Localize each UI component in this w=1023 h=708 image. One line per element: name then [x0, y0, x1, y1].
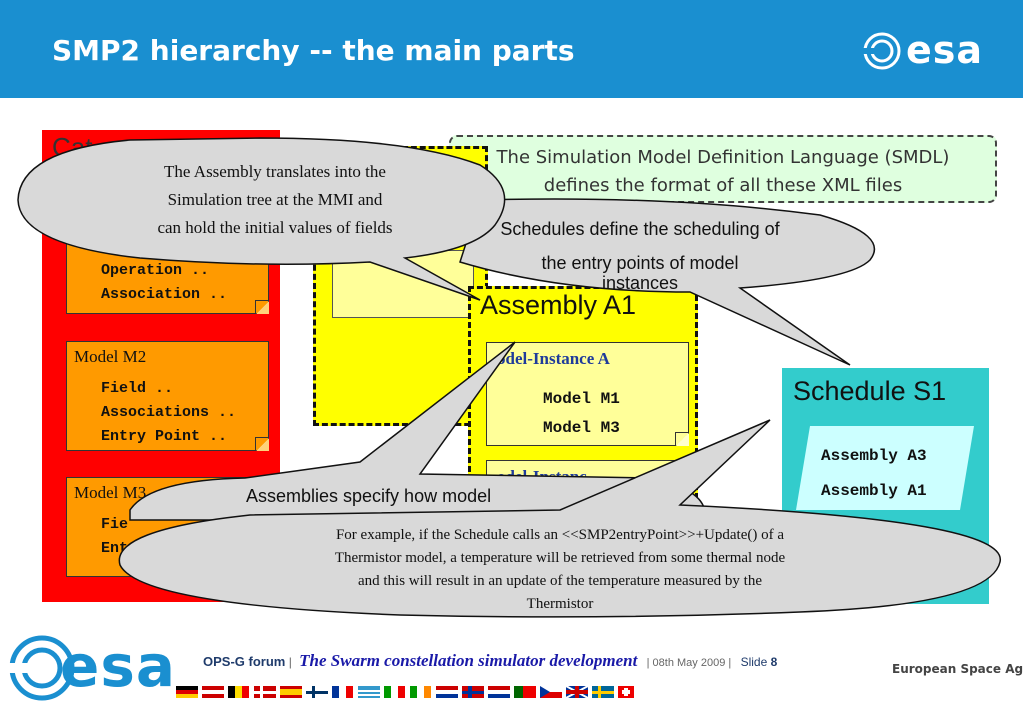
bubble-line: The Assembly translates into the	[164, 162, 386, 181]
bubble-line: and this will result in an update of the…	[357, 573, 763, 589]
schedule-item: Assembly A3	[821, 447, 927, 465]
agency-name: European Space Agency	[892, 662, 1023, 676]
bubble-line: the entry points of model	[541, 253, 739, 273]
assembly-a1-title: Assembly A1	[480, 290, 637, 320]
flags-icon	[176, 685, 634, 699]
footer-esa-logo: esa	[0, 628, 200, 708]
member-flags	[176, 684, 636, 700]
bubble-line: Schedules define the scheduling of	[500, 219, 780, 239]
example-callout	[118, 419, 1001, 618]
header-bar	[0, 0, 1023, 98]
footer-forum: OPS-G forum	[203, 654, 286, 669]
assembly-tree-text: The Assembly translates into the Simulat…	[85, 158, 465, 242]
footer-slide-label: Slide	[740, 655, 768, 669]
footer-slide-number: 8	[770, 655, 778, 669]
bubble-line: Thermistor	[526, 596, 594, 612]
footer-text: OPS-G forum | The Swarm constellation si…	[203, 651, 777, 671]
model-m3-name: Model M3	[74, 483, 147, 502]
esa-logo: esa	[862, 28, 1002, 74]
bubble-line: Thermistor model, a temperature will be …	[334, 550, 786, 566]
schedules-text: Schedules define the scheduling of the e…	[480, 212, 800, 300]
model-m2-line: Field ..	[101, 380, 174, 397]
footer-date: | 08th May 2009 |	[646, 657, 732, 669]
bubble-line: can hold the initial values of fields	[157, 218, 393, 237]
note-fold	[255, 437, 269, 451]
slide-title: SMP2 hierarchy -- the main parts	[52, 34, 575, 67]
schedule-item: Assembly A1	[821, 482, 927, 500]
model-instance-a-note: odel-Instance A Model M1 Model M3	[486, 342, 689, 446]
example-text: For example, if the Schedule calls an <<…	[210, 524, 910, 616]
assemblies-specify-text: Assemblies specify how model	[246, 486, 492, 506]
bubble-line: For example, if the Schedule calls an <<…	[335, 527, 785, 543]
schedule-items-box: Assembly A3 Assembly A1	[796, 426, 974, 510]
esa-logo-text: esa	[906, 28, 984, 72]
smdl-line: The Simulation Model Definition Language…	[496, 147, 950, 168]
model-m3-line: Fie	[101, 516, 129, 533]
note-fold	[255, 300, 269, 314]
schedule-items-shape	[796, 426, 974, 510]
esa-emblem-icon	[0, 635, 75, 701]
footer-talk-title: The Swarm constellation simulator develo…	[299, 651, 638, 670]
smdl-text: The Simulation Model Definition Language…	[449, 144, 997, 200]
model-instance-a-name: odel-Instance A	[497, 349, 610, 368]
catalogue-line: Association ..	[101, 286, 228, 303]
model-m2-line: Associations ..	[101, 404, 237, 421]
assembly-tree-callout	[17, 137, 506, 301]
instance-model-line: Model M1	[543, 390, 620, 408]
footer-separator: |	[288, 655, 292, 669]
note-fold	[675, 432, 689, 446]
catalogue-line: Operation ..	[101, 262, 210, 279]
model-m2-name: Model M2	[74, 347, 147, 366]
instance-model-line: Model M3	[543, 419, 620, 437]
schedule-s1-title: Schedule S1	[793, 376, 947, 406]
footer-esa-logo-text: esa	[60, 632, 176, 700]
model-m2-note: Model M2 Field .. Associations .. Entry …	[66, 341, 269, 451]
smdl-line: defines the format of all these XML file…	[543, 175, 903, 196]
bubble-line: Simulation tree at the MMI and	[167, 190, 383, 209]
bubble-line: instances	[601, 273, 679, 293]
schedules-callout	[459, 198, 876, 366]
model-m2-line: Entry Point ..	[101, 428, 228, 445]
smdl-box	[449, 135, 997, 203]
